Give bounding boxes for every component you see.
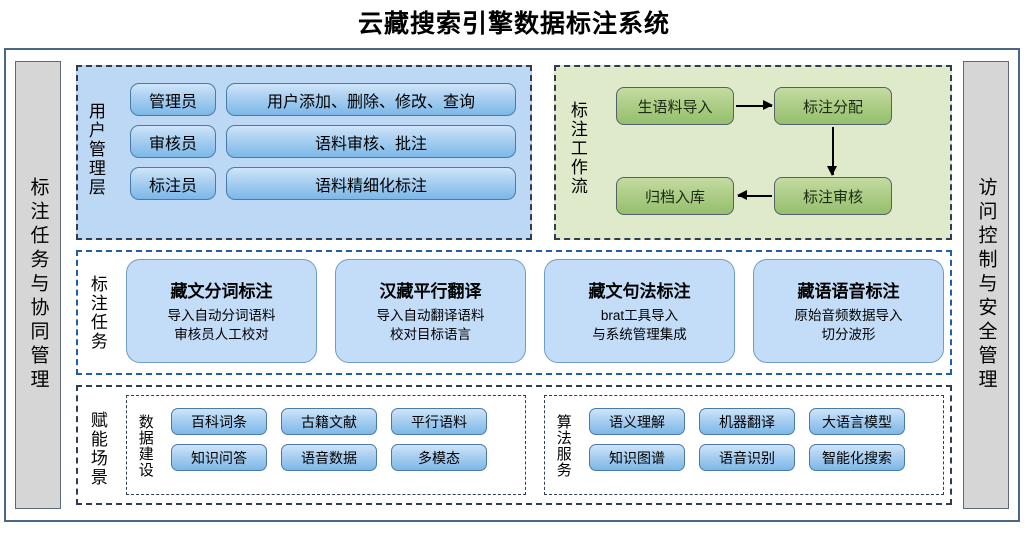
role-pill[interactable]: 管理员: [130, 83, 216, 116]
task-card-desc: 导入自动翻译语料 校对目标语言: [376, 308, 485, 342]
user-management-row: 管理员 用户添加、删除、修改、查询: [130, 83, 516, 116]
role-desc-pill[interactable]: 用户添加、删除、修改、查询: [226, 83, 516, 116]
scenario-group-label: 数据建设: [136, 414, 154, 478]
arrow-down-icon: [827, 127, 837, 176]
role-desc-pill[interactable]: 语料审核、批注: [226, 125, 516, 158]
tasks-label: 标注任务: [87, 275, 107, 351]
scenario-tag[interactable]: 知识问答: [171, 444, 267, 471]
task-card-desc: 原始音频数据导入 切分波形: [794, 308, 903, 342]
side-panel-right-label: 访问控制与安全管理: [975, 177, 997, 393]
scenario-tag[interactable]: 古籍文献: [281, 408, 377, 435]
arrow-left-icon: [737, 190, 772, 200]
workflow-node-import[interactable]: 生语料导入: [616, 87, 734, 125]
workflow-node-archive[interactable]: 归档入库: [616, 177, 734, 215]
scenario-tag[interactable]: 机器翻译: [699, 408, 795, 435]
scenario-tag[interactable]: 多模态: [391, 444, 487, 471]
scenario-tag[interactable]: 大语言模型: [809, 408, 905, 435]
scenario-tag[interactable]: 语音数据: [281, 444, 377, 471]
task-card-title: 汉藏平行翻译: [379, 282, 482, 302]
scenario-tag[interactable]: 语音识别: [699, 444, 795, 471]
task-card-title: 藏文句法标注: [588, 282, 691, 302]
task-card[interactable]: 藏语语音标注 原始音频数据导入 切分波形: [753, 259, 944, 363]
scenario-group-label: 算法服务: [554, 414, 572, 478]
workflow-label: 标注工作流: [567, 100, 587, 196]
side-panel-right: 访问控制与安全管理: [963, 61, 1009, 509]
side-panel-left-label: 标注任务与协同管理: [27, 177, 49, 393]
user-management-label: 用户管理层: [85, 101, 105, 197]
user-management-row: 标注员 语料精细化标注: [130, 167, 516, 200]
page-title: 云藏搜索引擎数据标注系统: [357, 10, 670, 38]
task-card-desc: 导入自动分词语料 审核员人工校对: [167, 308, 276, 342]
task-card[interactable]: 藏文分词标注 导入自动分词语料 审核员人工校对: [126, 259, 317, 363]
scenarios-label: 赋能场景: [87, 411, 107, 487]
user-management-rows: 管理员 用户添加、删除、修改、查询 审核员 语料审核、批注 标注员 语料精细化标…: [130, 83, 516, 209]
task-card-title: 藏语语音标注: [797, 282, 900, 302]
task-card[interactable]: 汉藏平行翻译 导入自动翻译语料 校对目标语言: [335, 259, 526, 363]
workflow-graph: 生语料导入 标注分配 标注审核 归档入库: [616, 87, 936, 215]
scenario-tag[interactable]: 语义理解: [589, 408, 685, 435]
scenario-tag[interactable]: 智能化搜索: [809, 444, 905, 471]
role-desc-pill[interactable]: 语料精细化标注: [226, 167, 516, 200]
scenario-tag[interactable]: 平行语料: [391, 408, 487, 435]
task-card-desc: brat工具导入 与系统管理集成: [592, 308, 687, 342]
main-column: 用户管理层 管理员 用户添加、删除、修改、查询 审核员 语料审核、批注 标注员 …: [70, 61, 958, 509]
side-panel-left: 标注任务与协同管理: [15, 61, 61, 509]
scenario-group-algorithm-services: 算法服务 语义理解 机器翻译 大语言模型 知识图谱 语音识别 智能化搜索: [544, 395, 944, 495]
role-pill[interactable]: 审核员: [130, 125, 216, 158]
scenario-tag[interactable]: 知识图谱: [589, 444, 685, 471]
task-card[interactable]: 藏文句法标注 brat工具导入 与系统管理集成: [544, 259, 735, 363]
task-card-title: 藏文分词标注: [170, 282, 273, 302]
architecture-diagram-frame: 标注任务与协同管理 访问控制与安全管理 用户管理层 管理员 用户添加、删除、修改…: [4, 48, 1020, 522]
role-pill[interactable]: 标注员: [130, 167, 216, 200]
task-card-list: 藏文分词标注 导入自动分词语料 审核员人工校对 汉藏平行翻译 导入自动翻译语料 …: [126, 259, 944, 363]
scenario-tag-grid: 百科词条 古籍文献 平行语料 知识问答 语音数据 多模态: [171, 408, 515, 471]
user-management-row: 审核员 语料审核、批注: [130, 125, 516, 158]
scenario-group-data-construction: 数据建设 百科词条 古籍文献 平行语料 知识问答 语音数据 多模态: [126, 395, 526, 495]
arrow-right-icon: [736, 100, 773, 110]
scenario-tag[interactable]: 百科词条: [171, 408, 267, 435]
workflow-node-review[interactable]: 标注审核: [774, 177, 892, 215]
workflow-node-assign[interactable]: 标注分配: [774, 87, 892, 125]
scenario-tag-grid: 语义理解 机器翻译 大语言模型 知识图谱 语音识别 智能化搜索: [589, 408, 933, 471]
